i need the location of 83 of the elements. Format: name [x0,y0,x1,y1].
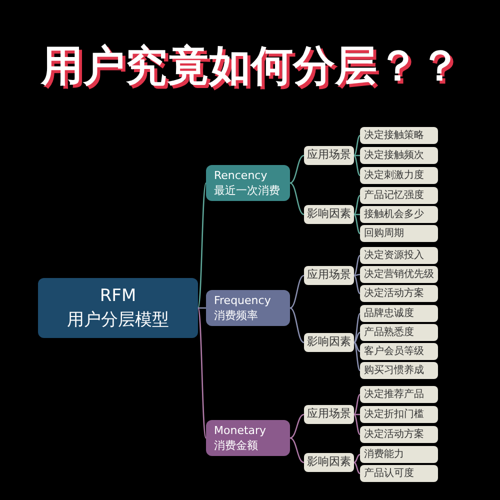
branch-node [206,165,290,201]
leaf-node [360,187,438,204]
leaf-node [360,266,438,283]
connector-line [354,394,360,415]
connector-line [290,154,304,184]
node-text: RFM [100,285,136,308]
leaf-node [360,446,438,463]
node-text: 决定推荐产品 [364,388,424,402]
node-text: 决定折扣门槛 [364,408,424,422]
connector-line [354,414,360,435]
node-text: 消费金额 [214,438,259,453]
leaf-node [360,285,438,302]
node-text: 影响因素 [307,334,351,350]
root-node [38,278,198,338]
connector-line [290,437,304,464]
node-text: 决定接触策略 [364,128,424,143]
category-node [304,333,354,352]
leaf-node [360,127,438,144]
node-text: 购买习惯养成 [364,364,424,378]
node-text: Monetary [214,423,268,438]
leaf-node [360,247,438,264]
leaf-node [360,465,438,482]
leaf-node [360,386,438,403]
leaf-node [360,147,438,164]
connector-line [354,214,360,234]
connector-line [354,275,360,294]
node-text: 消费能力 [364,448,404,462]
connector-line [197,182,207,308]
branch-node [206,420,290,456]
leaf-node [360,167,438,184]
leaf-node [360,225,438,242]
node-text: 用户分层模型 [67,309,169,332]
node-text: 影响因素 [307,454,351,470]
connector-line [354,195,360,215]
node-text: 决定活动方案 [364,286,424,301]
connector-line [354,462,360,474]
connector-line [290,274,304,309]
connector-line [354,313,360,343]
node-text: 决定刺激力度 [364,168,424,183]
branch-node [206,290,290,326]
category-node [304,266,354,285]
leaf-node [360,406,438,423]
node-text: 回购周期 [364,226,404,241]
connector-line [197,308,207,438]
node-text: 决定营销优先级 [364,268,434,282]
node-text: 应用场景 [307,267,351,284]
connector-line [354,135,360,156]
node-text: 决定活动方案 [364,428,424,442]
connector-line [354,342,360,352]
node-text: 接触机会多少 [364,208,424,222]
connector-line [354,255,360,276]
node-text: 客户会员等级 [364,344,424,359]
connector-line [354,454,360,464]
category-node [304,405,354,424]
node-text: Rencency [214,168,268,183]
connector-line [290,414,304,439]
node-text: 影响因素 [307,206,351,222]
leaf-node [360,343,438,360]
node-text: 产品记忆强度 [364,188,424,203]
leaf-node [360,362,438,379]
node-text: 产品熟悉度 [364,326,414,340]
category-node [304,146,354,165]
leaf-node [360,305,438,322]
node-text: 决定接触频次 [364,148,424,163]
leaf-node [360,206,438,223]
connector-line [290,307,304,344]
node-text: 消费频率 [214,308,259,323]
node-text: 应用场景 [307,147,351,164]
title: 用户究竟如何分层？？ [40,40,462,92]
node-text: 产品认可度 [364,466,414,481]
connector-line [354,155,360,176]
leaf-node [360,324,438,341]
node-text: 品牌忠诚度 [364,306,414,321]
connector-line [290,182,304,216]
category-node [304,205,354,224]
connector-line [354,342,360,371]
connector-line [354,332,360,344]
leaf-node [360,426,438,443]
category-node [304,453,354,472]
node-text: 决定资源投入 [364,248,424,263]
node-text: 应用场景 [307,406,351,422]
node-text: Frequency [214,293,272,308]
node-text: 最近一次消费 [214,183,281,198]
